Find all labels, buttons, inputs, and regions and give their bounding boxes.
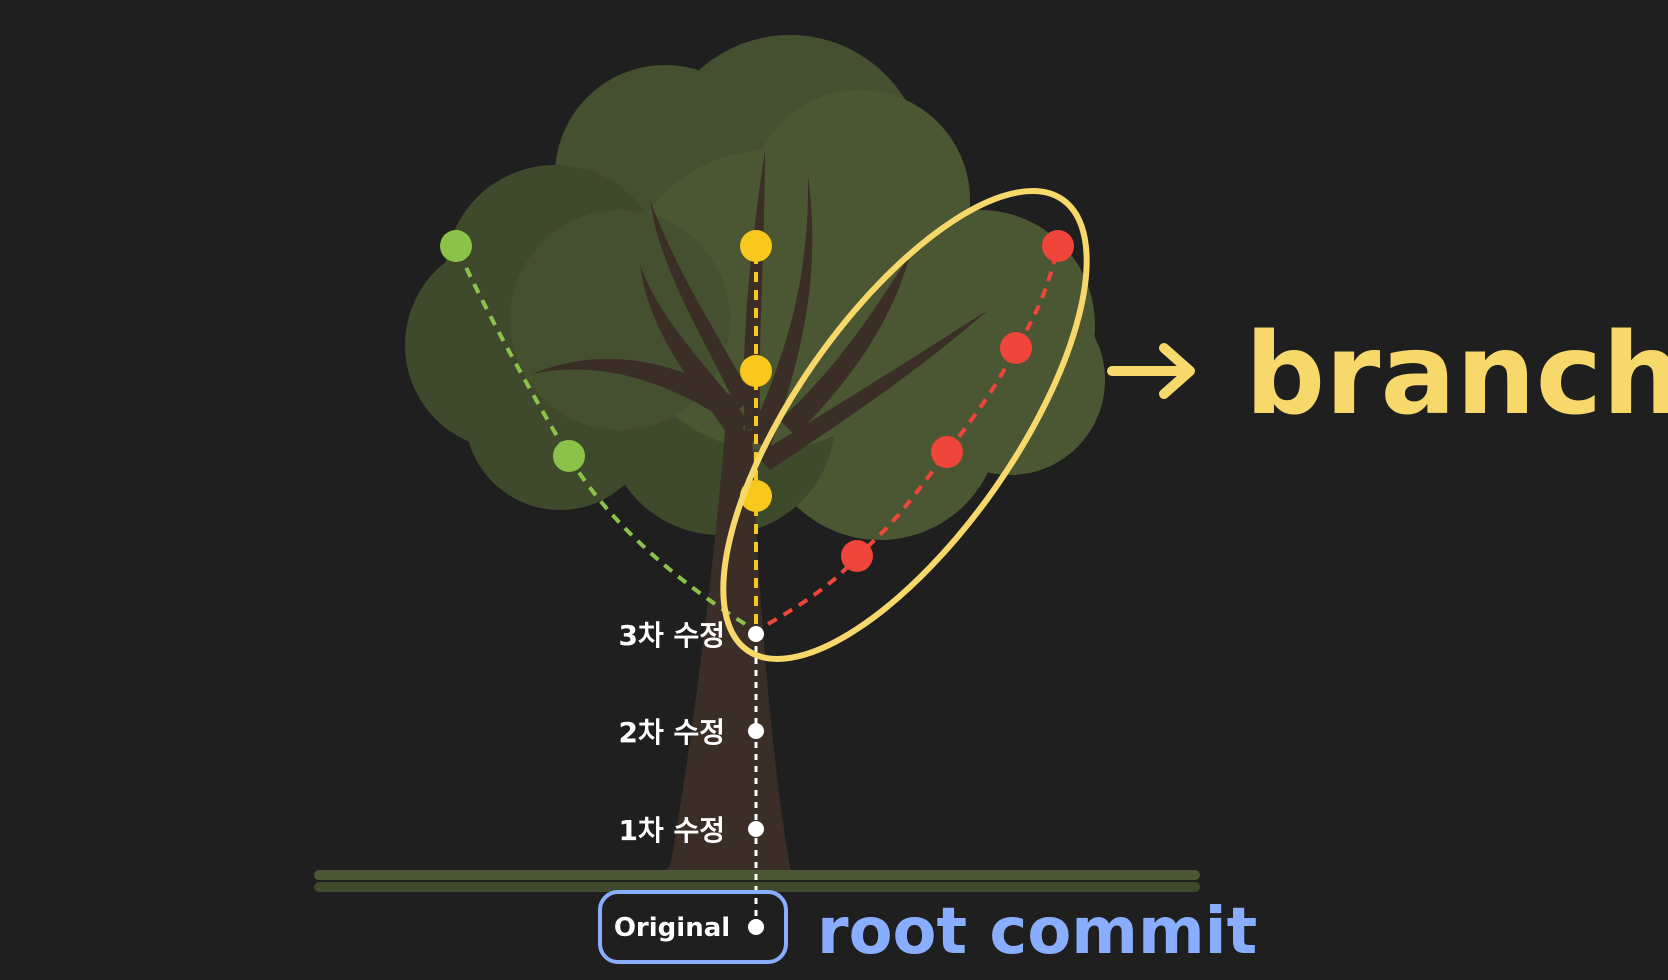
red-commit-1	[841, 540, 873, 572]
commit-node-3	[748, 626, 764, 642]
commit-2-label: 2차 수정	[618, 716, 725, 749]
branch-label: branch	[1245, 310, 1668, 440]
green-commit-1	[553, 440, 585, 472]
red-commit-2	[931, 436, 963, 468]
arrow-right-icon	[1107, 343, 1195, 399]
red-branch	[767, 230, 1074, 626]
commit-node-2	[748, 723, 764, 739]
green-branch	[440, 230, 747, 626]
yellow-commit-2	[740, 355, 772, 387]
commit-node-1	[748, 821, 764, 837]
commit-node-original	[748, 919, 764, 935]
commit-3-label: 3차 수정	[618, 619, 725, 652]
main-commit-line	[748, 626, 764, 935]
red-commit-3	[1000, 332, 1032, 364]
commit-1-label: 1차 수정	[618, 814, 725, 847]
yellow-branch	[740, 230, 772, 624]
original-label: Original	[614, 913, 730, 943]
original-commit-box: Original	[598, 890, 788, 964]
red-commit-4	[1042, 230, 1074, 262]
yellow-commit-3	[740, 230, 772, 262]
branch-highlight-ellipse	[720, 188, 1090, 662]
green-commit-2	[440, 230, 472, 262]
root-commit-label: root commit	[817, 895, 1257, 969]
